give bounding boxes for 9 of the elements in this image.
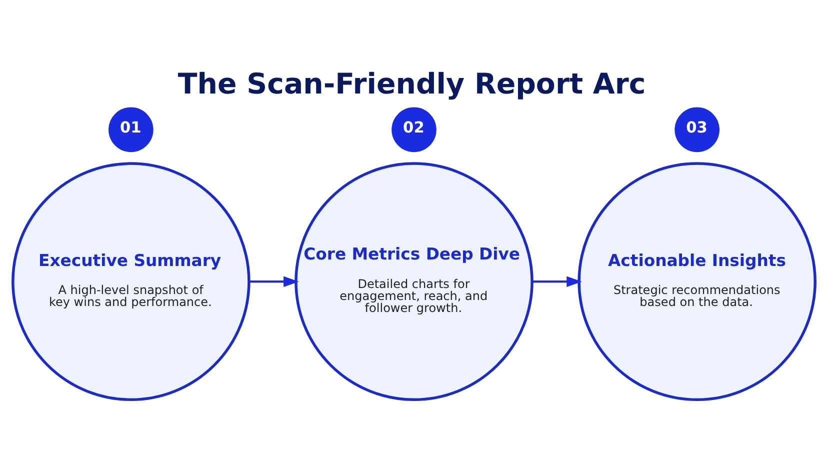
node-circle: Actionable Insights Strategic recommendations based on the data. (578, 162, 816, 400)
node-circle: 03 (674, 106, 720, 152)
node-circle: 02 (392, 106, 436, 152)
node-circle: 01 (108, 106, 154, 152)
node-circle: Executive Summary A high-level snapshot of key wins and performance. (12, 162, 250, 400)
node-circle: Core Metrics Deep Dive Detailed charts for engagement, reach, and follower growth. (294, 162, 534, 400)
arrow (532, 276, 582, 286)
diagram-title: The Scan-Friendly Report Arc (178, 66, 646, 100)
arrow (249, 276, 299, 286)
